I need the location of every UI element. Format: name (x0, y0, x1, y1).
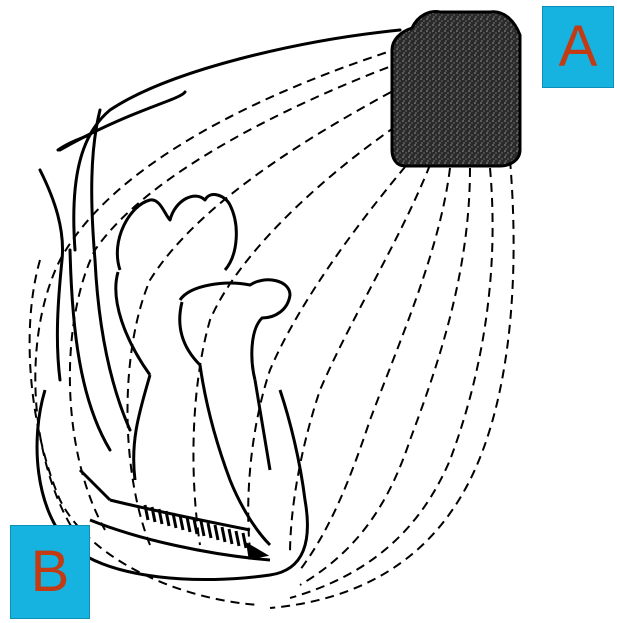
field-line-7 (300, 168, 450, 570)
field-line-9 (290, 168, 493, 598)
label-a-text: A (559, 18, 598, 76)
field-line-4 (193, 118, 408, 545)
field-line-8 (300, 168, 470, 585)
field-line-1 (35, 48, 400, 540)
field-line-6 (290, 165, 430, 555)
defibrillation-lead (40, 30, 400, 450)
field-line-3 (128, 85, 405, 545)
label-b: B (10, 525, 90, 619)
label-b-text: B (31, 543, 70, 601)
label-a: A (542, 6, 614, 88)
heart-outline (37, 195, 307, 580)
field-line-2 (70, 62, 402, 530)
pulse-generator (392, 12, 520, 166)
